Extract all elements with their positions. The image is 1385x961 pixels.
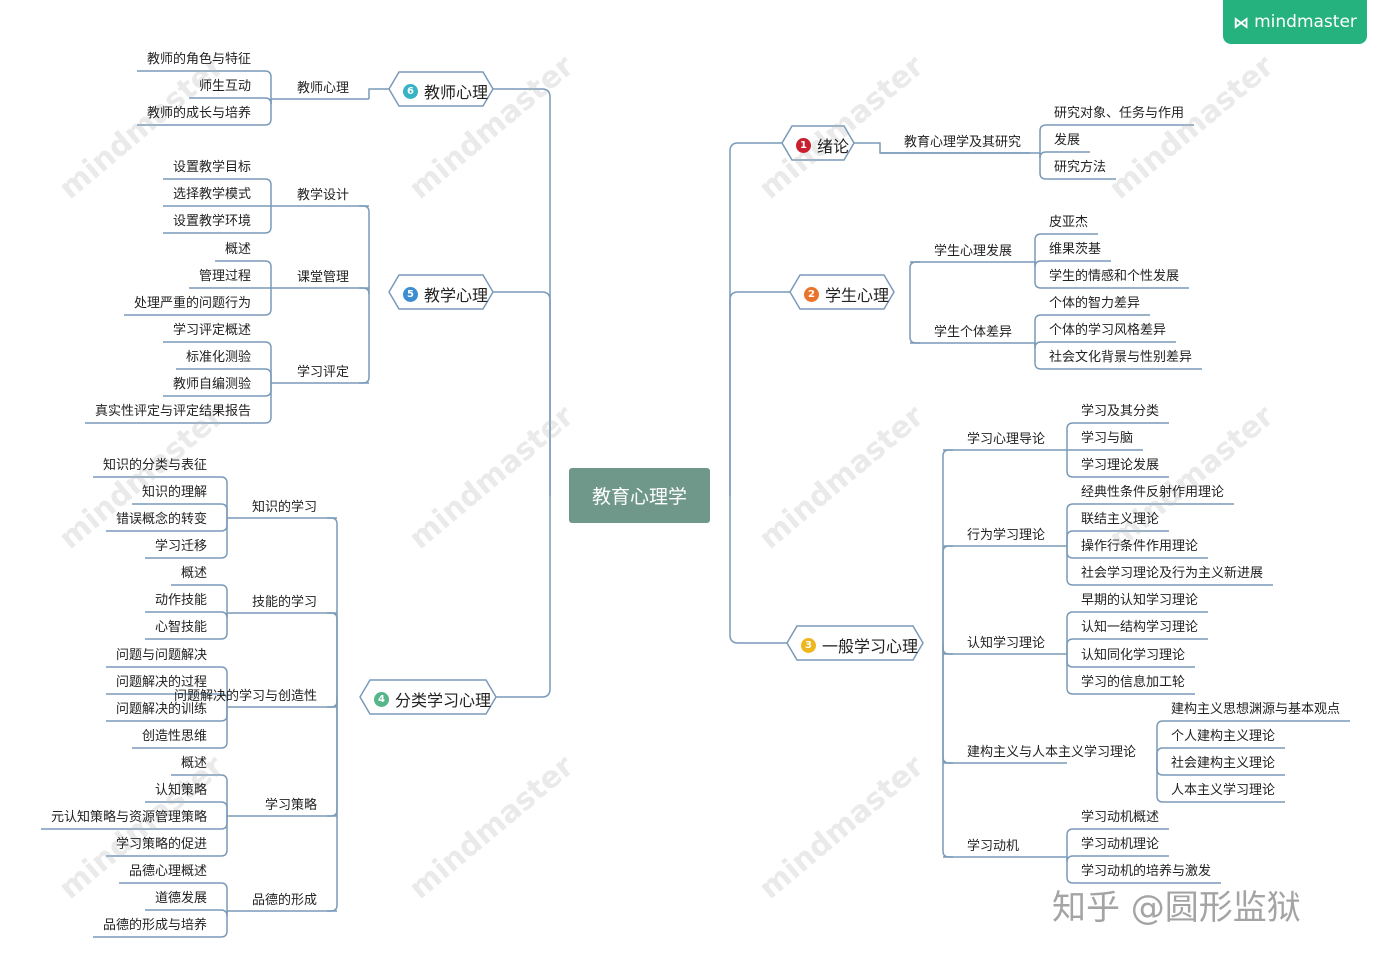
leaf-topic[interactable]: 联结主义理论 [1081,512,1160,527]
leaf-topic[interactable]: 教师的成长与培养 [147,106,252,121]
subtopic[interactable]: 品德的形成 [252,893,318,908]
subtopic[interactable]: 学习策略 [265,798,318,813]
leaf-topic[interactable]: 品德心理概述 [129,864,208,879]
leaf-topic[interactable]: 人本主义学习理论 [1171,783,1276,798]
leaf-topic[interactable]: 发展 [1054,133,1081,148]
leaf-topic[interactable]: 心智技能 [155,620,208,635]
subtopic[interactable]: 学习动机 [967,839,1020,854]
number-badge: 3 [801,637,816,653]
subtopic[interactable]: 建构主义与人本主义学习理论 [967,745,1137,760]
leaf-topic[interactable]: 管理过程 [199,269,252,284]
leaf-topic[interactable]: 概述 [225,242,252,257]
leaf-topic[interactable]: 品德的形成与培养 [103,918,208,933]
number-badge: 1 [796,137,811,153]
branch-2[interactable]: 2 学生心理 [804,282,889,306]
leaf-topic[interactable]: 选择教学模式 [173,187,252,202]
leaf-topic[interactable]: 建构主义思想渊源与基本观点 [1171,702,1341,717]
author-watermark: 知乎 @圆形监狱 [1052,888,1301,928]
root-topic[interactable]: 教育心理学 [569,468,710,523]
leaf-topic[interactable]: 知识的理解 [142,485,208,500]
leaf-topic[interactable]: 认知一结构学习理论 [1081,620,1199,635]
leaf-topic[interactable]: 研究方法 [1054,160,1107,175]
leaf-topic[interactable]: 个体的学习风格差异 [1049,323,1167,338]
leaf-topic[interactable]: 社会学习理论及行为主义新进展 [1081,566,1264,581]
number-badge: 5 [403,286,418,302]
leaf-topic[interactable]: 问题解决的训练 [116,702,208,717]
leaf-topic[interactable]: 认知策略 [155,783,208,798]
subtopic[interactable]: 教学设计 [297,188,350,203]
leaf-topic[interactable]: 操作行条件作用理论 [1081,539,1199,554]
subtopic[interactable]: 课堂管理 [297,270,350,285]
branch-title: 一般学习心理 [822,637,919,656]
leaf-topic[interactable]: 元认知策略与资源管理策略 [51,810,208,825]
leaf-topic[interactable]: 维果茨基 [1049,242,1102,257]
leaf-topic[interactable]: 学习动机概述 [1081,810,1160,825]
leaf-topic[interactable]: 概述 [181,756,208,771]
branch-title: 绪论 [817,137,850,156]
subtopic[interactable]: 学生心理发展 [934,244,1013,259]
number-badge: 6 [403,83,418,99]
leaf-topic[interactable]: 社会文化背景与性别差异 [1049,350,1193,365]
subtopic[interactable]: 教师心理 [297,81,350,96]
subtopic[interactable]: 教育心理学及其研究 [904,135,1022,150]
leaf-topic[interactable]: 学习与脑 [1081,431,1134,446]
leaf-topic[interactable]: 社会建构主义理论 [1171,756,1276,771]
leaf-topic[interactable]: 个体的智力差异 [1049,296,1141,311]
branch-4[interactable]: 4 分类学习心理 [374,687,491,711]
leaf-topic[interactable]: 学习动机的培养与激发 [1081,864,1212,879]
leaf-topic[interactable]: 真实性评定与评定结果报告 [95,404,252,419]
leaf-topic[interactable]: 教师的角色与特征 [147,52,252,67]
subtopic[interactable]: 行为学习理论 [967,528,1046,543]
branch-3[interactable]: 3 一般学习心理 [801,633,918,657]
subtopic[interactable]: 问题解决的学习与创造性 [174,689,318,704]
number-badge: 4 [374,691,389,707]
mindmaster-logo: ⋈ mindmaster [1223,0,1367,44]
leaf-topic[interactable]: 经典性条件反射作用理论 [1081,485,1225,500]
leaf-topic[interactable]: 认知同化学习理论 [1081,648,1186,663]
leaf-topic[interactable]: 动作技能 [155,593,208,608]
branch-1[interactable]: 1 绪论 [796,133,849,157]
branch-title: 教学心理 [424,286,489,305]
leaf-topic[interactable]: 学习策略的促进 [116,837,208,852]
leaf-topic[interactable]: 标准化测验 [186,350,252,365]
leaf-topic[interactable]: 学习动机理论 [1081,837,1160,852]
leaf-topic[interactable]: 学习的信息加工轮 [1081,675,1186,690]
branch-6[interactable]: 6 教师心理 [403,79,488,103]
leaf-topic[interactable]: 学习迁移 [155,539,208,554]
leaf-topic[interactable]: 学习理论发展 [1081,458,1160,473]
leaf-topic[interactable]: 错误概念的转变 [116,512,208,527]
subtopic[interactable]: 认知学习理论 [967,636,1046,651]
leaf-topic[interactable]: 教师自编测验 [173,377,252,392]
leaf-topic[interactable]: 创造性思维 [142,729,208,744]
leaf-topic[interactable]: 学习评定概述 [173,323,252,338]
branch-title: 学生心理 [825,286,890,305]
leaf-topic[interactable]: 知识的分类与表征 [103,458,208,473]
subtopic[interactable]: 学生个体差异 [934,325,1013,340]
leaf-topic[interactable]: 处理严重的问题行为 [134,296,252,311]
subtopic[interactable]: 知识的学习 [252,500,318,515]
logo-text: mindmaster [1254,12,1357,32]
leaf-topic[interactable]: 皮亚杰 [1049,215,1089,230]
leaf-topic[interactable]: 问题解决的过程 [116,675,208,690]
leaf-topic[interactable]: 道德发展 [155,891,208,906]
leaf-topic[interactable]: 概述 [181,566,208,581]
number-badge: 2 [804,286,819,302]
subtopic[interactable]: 学习评定 [297,365,350,380]
leaf-topic[interactable]: 研究对象、任务与作用 [1054,106,1185,121]
subtopic[interactable]: 技能的学习 [252,595,318,610]
leaf-topic[interactable]: 个人建构主义理论 [1171,729,1276,744]
leaf-topic[interactable]: 设置教学目标 [173,160,252,175]
branch-title: 教师心理 [424,83,489,102]
leaf-topic[interactable]: 学生的情感和个性发展 [1049,269,1180,284]
leaf-topic[interactable]: 早期的认知学习理论 [1081,593,1199,608]
subtopic[interactable]: 学习心理导论 [967,432,1046,447]
leaf-topic[interactable]: 师生互动 [199,79,252,94]
branch-5[interactable]: 5 教学心理 [403,282,488,306]
leaf-topic[interactable]: 问题与问题解决 [116,648,208,663]
branch-title: 分类学习心理 [395,691,492,710]
leaf-topic[interactable]: 设置教学环境 [173,214,252,229]
mindmaster-logo-icon: ⋈ [1233,12,1250,32]
leaf-topic[interactable]: 学习及其分类 [1081,404,1160,419]
